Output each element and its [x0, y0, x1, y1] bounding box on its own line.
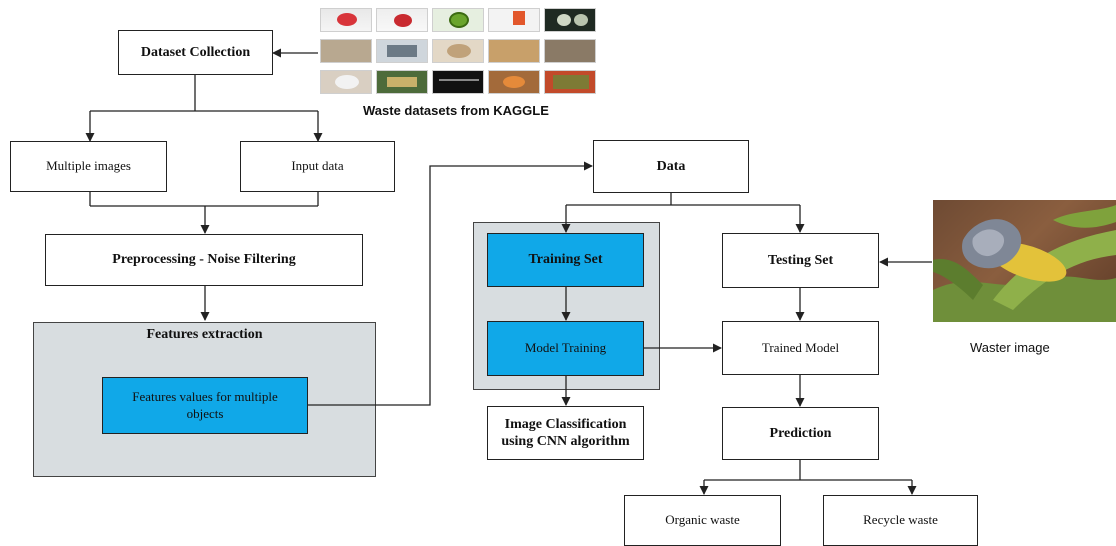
waste-photo-image [933, 200, 1116, 322]
data-box: Data [593, 140, 749, 193]
kaggle-caption: Waste datasets from KAGGLE [363, 103, 549, 118]
features-extraction-title: Features extraction [146, 327, 263, 342]
image-classification-box: Image Classification using CNN algorithm [487, 406, 644, 460]
testing-set-box: Testing Set [722, 233, 879, 288]
dataset-collection-box: Dataset Collection [118, 30, 273, 75]
features-values-box: Features values for multiple objects [102, 377, 308, 434]
features-extraction-panel: Features extraction [33, 322, 376, 477]
recycle-waste-box: Recycle waste [823, 495, 978, 546]
prediction-box: Prediction [722, 407, 879, 460]
trained-model-box: Trained Model [722, 321, 879, 375]
organic-waste-box: Organic waste [624, 495, 781, 546]
waster-image-caption: Waster image [970, 340, 1050, 355]
model-training-box: Model Training [487, 321, 644, 376]
arrow-features-to-data [308, 161, 593, 406]
dataset-thumbnail-grid-image [320, 8, 602, 98]
multiple-images-box: Multiple images [10, 141, 167, 192]
training-set-box: Training Set [487, 233, 644, 287]
preprocessing-box: Preprocessing - Noise Filtering [45, 234, 363, 286]
input-data-box: Input data [240, 141, 395, 192]
